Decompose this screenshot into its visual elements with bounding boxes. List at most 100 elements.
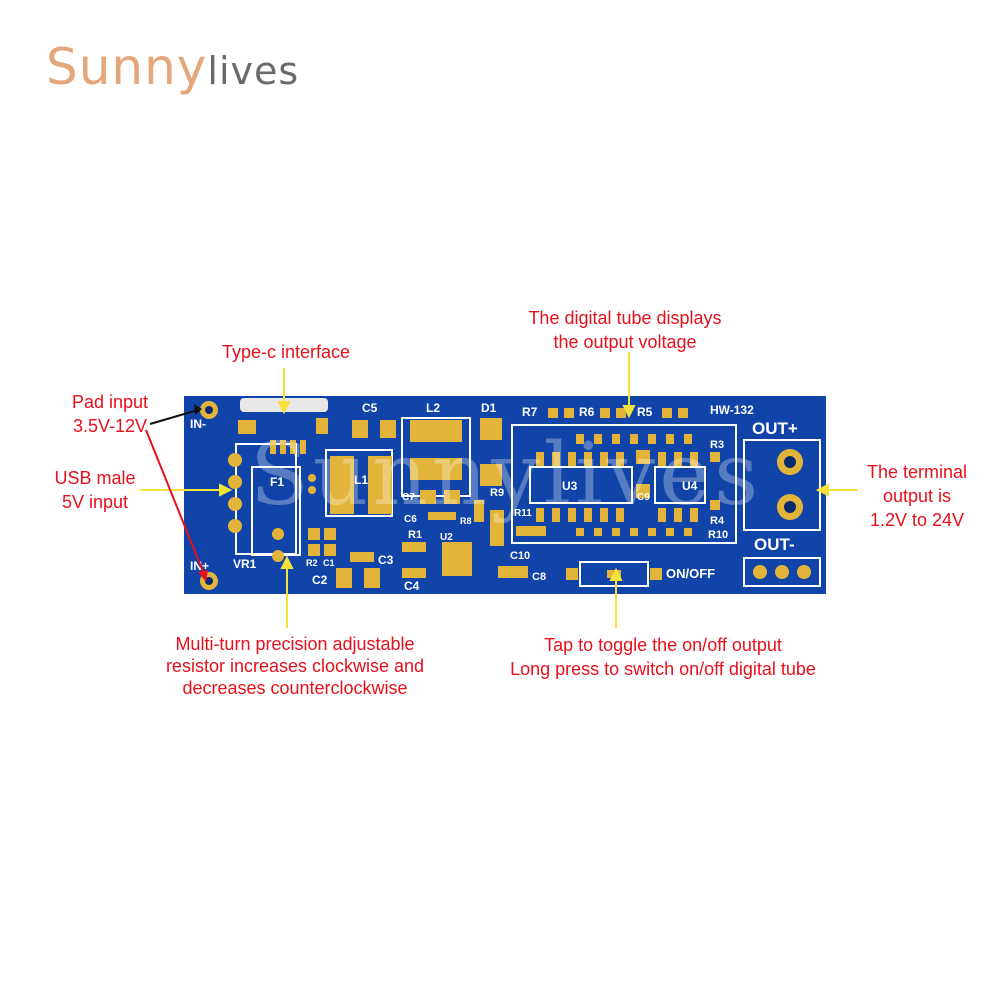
ic-pin	[568, 508, 576, 522]
arrow-pad-plus	[145, 429, 205, 575]
label-in-plus: IN+	[190, 559, 209, 573]
ic-pins	[536, 434, 698, 536]
pad-r5	[678, 408, 688, 418]
pad-l2-bottom	[410, 458, 462, 480]
label-r3: R3	[710, 439, 724, 451]
ic-pin	[690, 508, 698, 522]
pad	[228, 453, 242, 467]
ic-pin	[536, 508, 544, 522]
annotation-digital-tube: The digital tube displays the output vol…	[528, 308, 722, 352]
pad	[300, 440, 306, 454]
label-r5: R5	[637, 405, 653, 419]
ic-pin	[690, 452, 698, 466]
annotation-terminal-output: The terminal output is 1.2V to 24V	[866, 462, 968, 530]
ic-pin	[666, 528, 674, 536]
screw-hole	[784, 456, 796, 468]
pad	[270, 440, 276, 454]
ic-pin	[594, 434, 602, 444]
pad-c9	[636, 484, 650, 498]
ic-pin	[568, 452, 576, 466]
hole	[205, 406, 213, 414]
ic-pin	[616, 452, 624, 466]
label-c5: C5	[362, 401, 378, 415]
arrow-pad-minus-head	[194, 404, 202, 415]
ic-pin	[616, 508, 624, 522]
pad	[228, 519, 242, 533]
pad-switch	[650, 568, 662, 580]
ic-pin	[584, 452, 592, 466]
pad-switch	[566, 568, 578, 580]
annotation-switch: Tap to toggle the on/off output Long pre…	[510, 635, 816, 679]
header-outline	[743, 557, 821, 587]
arrow-tube-head	[622, 405, 636, 419]
pad	[324, 544, 336, 556]
pad-r1	[402, 542, 426, 552]
label-r6: R6	[579, 405, 595, 419]
ic-pin	[612, 528, 620, 536]
u3-outline	[529, 466, 633, 504]
arrow-terminal-head	[815, 483, 829, 497]
label-r11: R11	[514, 508, 532, 519]
brand-lives: lives	[207, 49, 300, 93]
label-c9: C9	[637, 492, 650, 503]
pad	[352, 420, 368, 438]
label-l2: L2	[426, 401, 440, 415]
arrow-usb-head	[219, 483, 233, 497]
pad	[228, 475, 242, 489]
u4-outline	[654, 466, 706, 504]
label-c3: C3	[378, 553, 394, 567]
header-pin	[753, 565, 767, 579]
pad-r7	[564, 408, 574, 418]
label-r8: R8	[460, 516, 472, 526]
pad-c8	[498, 566, 528, 578]
label-r10: R10	[708, 529, 728, 541]
brand-logo: Sunnylives	[46, 38, 299, 96]
label-c10: C10	[510, 550, 530, 562]
label-r7: R7	[522, 405, 538, 419]
label-c7: C7	[402, 492, 415, 503]
label-c2: C2	[312, 573, 328, 587]
pad	[490, 510, 504, 546]
ic-pin	[552, 508, 560, 522]
label-u2: U2	[440, 532, 453, 543]
ic-pin	[600, 452, 608, 466]
ic-pin	[612, 434, 620, 444]
pad-d1-b	[480, 464, 502, 486]
label-vr1: VR1	[233, 557, 257, 571]
ic-pin	[648, 528, 656, 536]
header-pin	[797, 565, 811, 579]
label-out-plus: OUT+	[752, 419, 798, 438]
pad	[308, 474, 316, 482]
arrow-pad-minus	[149, 409, 199, 425]
annotation-typec: Type-c interface	[221, 342, 351, 362]
pad-r8	[474, 500, 484, 522]
annotation-resistor: Multi-turn precision adjustable resistor…	[165, 634, 425, 698]
pad-l1-right	[368, 456, 392, 514]
terminal-outline	[743, 439, 821, 531]
ic-pin	[684, 434, 692, 444]
label-r2: R2	[306, 558, 318, 568]
ic-pin	[630, 528, 638, 536]
pad-c3	[350, 552, 374, 562]
arrow-typec-head	[277, 401, 291, 415]
pad-u2	[442, 542, 472, 576]
pad-vr1	[272, 550, 284, 562]
watermark: Sunnylives	[250, 425, 763, 525]
arrow-switch-head	[609, 567, 623, 581]
ic-pin	[576, 528, 584, 536]
pad-c10	[516, 526, 546, 536]
label-c6: C6	[404, 514, 417, 525]
label-u4: U4	[682, 479, 698, 493]
ic-pin	[594, 528, 602, 536]
pad-r6	[600, 408, 610, 418]
pad-c6	[428, 512, 456, 520]
pad	[308, 544, 320, 556]
pcb-board	[184, 396, 826, 594]
label-in-minus: IN-	[190, 417, 206, 431]
pad	[290, 440, 296, 454]
pad	[228, 497, 242, 511]
pad	[316, 418, 328, 434]
brand-sunny: Sunny	[46, 38, 208, 96]
switch-outline	[579, 561, 649, 587]
